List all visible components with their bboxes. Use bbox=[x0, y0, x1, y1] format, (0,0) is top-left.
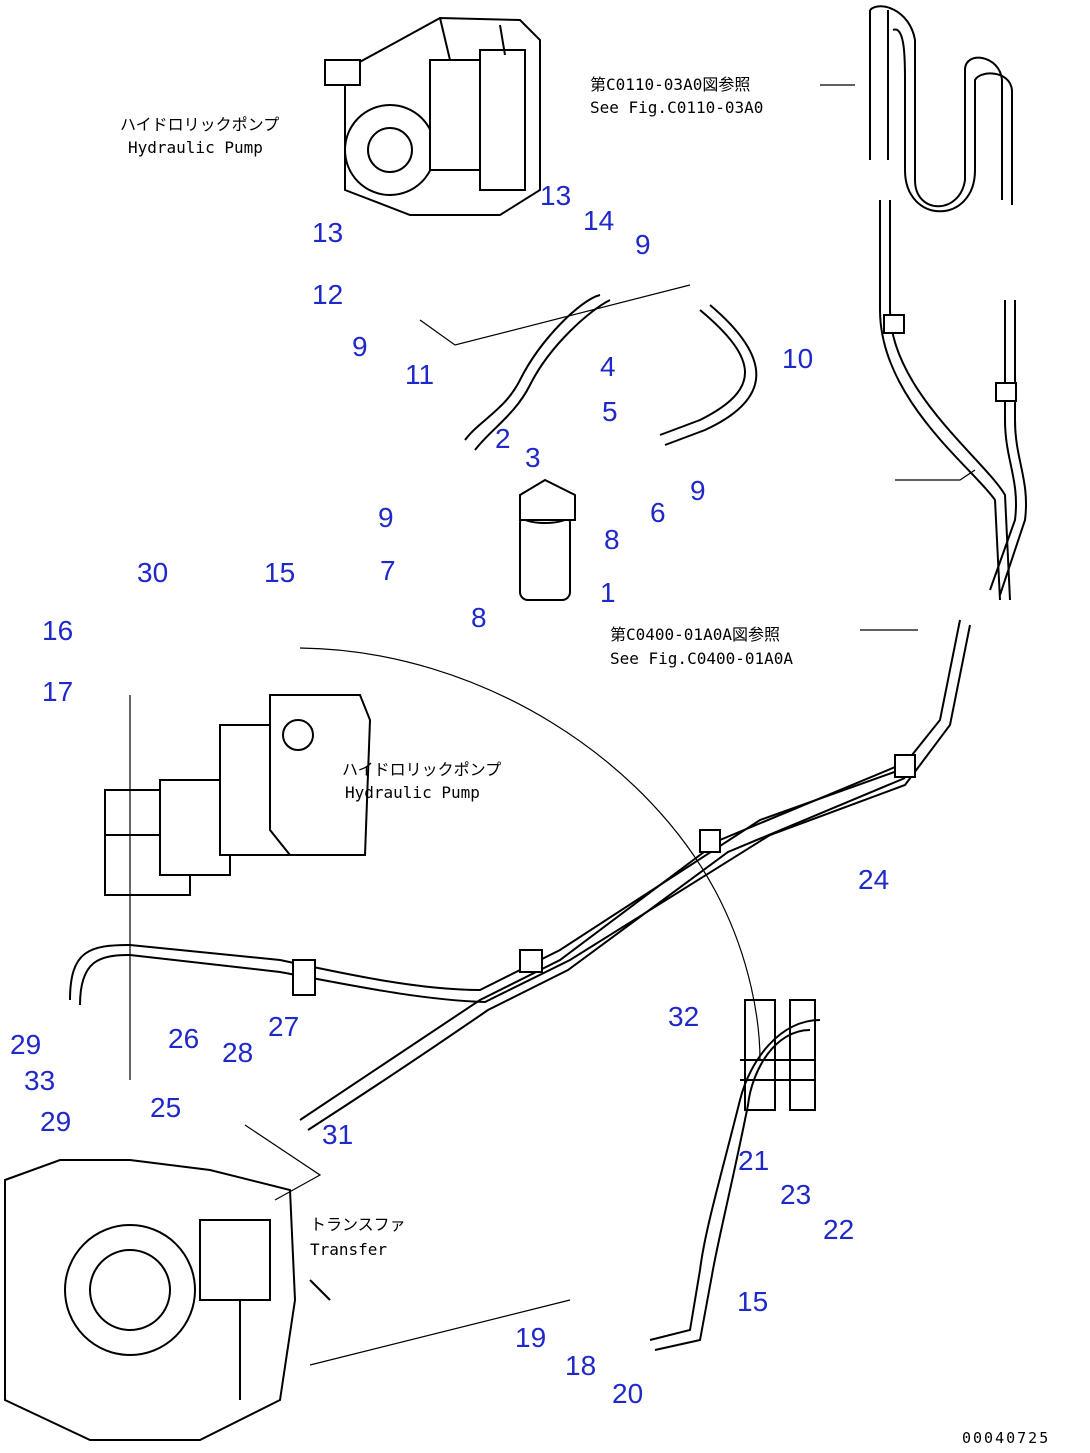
callout-16: 16 bbox=[42, 615, 73, 646]
callout-19: 19 bbox=[515, 1322, 546, 1353]
hydraulic-pump-middle bbox=[104, 694, 372, 896]
callout-25: 25 bbox=[150, 1092, 181, 1123]
callout-22: 22 bbox=[823, 1214, 854, 1245]
annotation-pump-mid: ハイドロリックポンプ Hydraulic Pump bbox=[342, 760, 501, 802]
leader-lines bbox=[129, 84, 976, 1366]
callout-8: 8 bbox=[604, 524, 620, 555]
callout-13: 13 bbox=[540, 180, 571, 211]
pump-top-jp: ハイドロリックポンプ bbox=[120, 115, 279, 134]
transfer-en: Transfer bbox=[310, 1240, 387, 1259]
annotation-see-mid: 第C0400-01A0A図参照 See Fig.C0400-01A0A bbox=[610, 625, 793, 668]
callout-29: 29 bbox=[10, 1029, 41, 1060]
callout-10: 10 bbox=[782, 343, 813, 374]
callout-7: 7 bbox=[380, 555, 396, 586]
callout-9: 9 bbox=[690, 475, 706, 506]
callout-1: 1 bbox=[600, 577, 616, 608]
callout-9: 9 bbox=[378, 502, 394, 533]
annotation-pump-top: ハイドロリックポンプ Hydraulic Pump bbox=[120, 115, 279, 157]
callout-27: 27 bbox=[268, 1011, 299, 1042]
callout-29: 29 bbox=[40, 1106, 71, 1137]
pipes-top-right bbox=[869, 5, 1027, 601]
transfer bbox=[4, 1159, 331, 1441]
transfer-jp: トランスファ bbox=[310, 1215, 406, 1234]
pump-top-en: Hydraulic Pump bbox=[128, 138, 263, 157]
hydraulic-pump-top bbox=[324, 16, 541, 216]
pump-mid-en: Hydraulic Pump bbox=[345, 783, 480, 802]
annotation-transfer: トランスファ Transfer bbox=[310, 1215, 406, 1259]
callout-17: 17 bbox=[42, 676, 73, 707]
callout-5: 5 bbox=[602, 396, 618, 427]
callout-33: 33 bbox=[24, 1065, 55, 1096]
callout-23: 23 bbox=[780, 1179, 811, 1210]
pump-mid-jp: ハイドロリックポンプ bbox=[342, 760, 501, 779]
callout-28: 28 bbox=[222, 1037, 253, 1068]
callout-15: 15 bbox=[737, 1286, 768, 1317]
callout-numbers: 13 13 14 9 12 9 10 11 4 5 2 3 9 6 9 7 8 … bbox=[10, 180, 889, 1409]
callout-15: 15 bbox=[264, 557, 295, 588]
see-mid-jp: 第C0400-01A0A図参照 bbox=[610, 625, 780, 644]
drawing-code: 00040725 bbox=[962, 1429, 1050, 1447]
callout-24: 24 bbox=[858, 864, 889, 895]
callout-9: 9 bbox=[635, 229, 651, 260]
callout-8: 8 bbox=[471, 602, 487, 633]
callout-12: 12 bbox=[312, 279, 343, 310]
see-mid-en: See Fig.C0400-01A0A bbox=[610, 649, 793, 668]
callout-14: 14 bbox=[583, 205, 614, 236]
hoses-filter bbox=[464, 294, 758, 601]
callout-20: 20 bbox=[612, 1378, 643, 1409]
annotation-see-top: 第C0110-03A0図参照 See Fig.C0110-03A0 bbox=[590, 75, 763, 117]
see-top-en: See Fig.C0110-03A0 bbox=[590, 98, 763, 117]
callout-6: 6 bbox=[650, 497, 666, 528]
callout-30: 30 bbox=[137, 557, 168, 588]
callout-11: 11 bbox=[405, 359, 434, 390]
callout-9: 9 bbox=[352, 331, 368, 362]
callout-31: 31 bbox=[322, 1119, 353, 1150]
callout-3: 3 bbox=[525, 442, 541, 473]
callout-32: 32 bbox=[668, 1001, 699, 1032]
callout-18: 18 bbox=[565, 1350, 596, 1381]
callout-21: 21 bbox=[738, 1145, 769, 1176]
pipes-main bbox=[69, 619, 971, 1351]
bracket-32 bbox=[740, 999, 816, 1111]
callout-4: 4 bbox=[600, 351, 616, 382]
callout-13: 13 bbox=[312, 217, 343, 248]
callout-26: 26 bbox=[168, 1023, 199, 1054]
see-top-jp: 第C0110-03A0図参照 bbox=[590, 75, 750, 94]
callout-2: 2 bbox=[495, 423, 511, 454]
